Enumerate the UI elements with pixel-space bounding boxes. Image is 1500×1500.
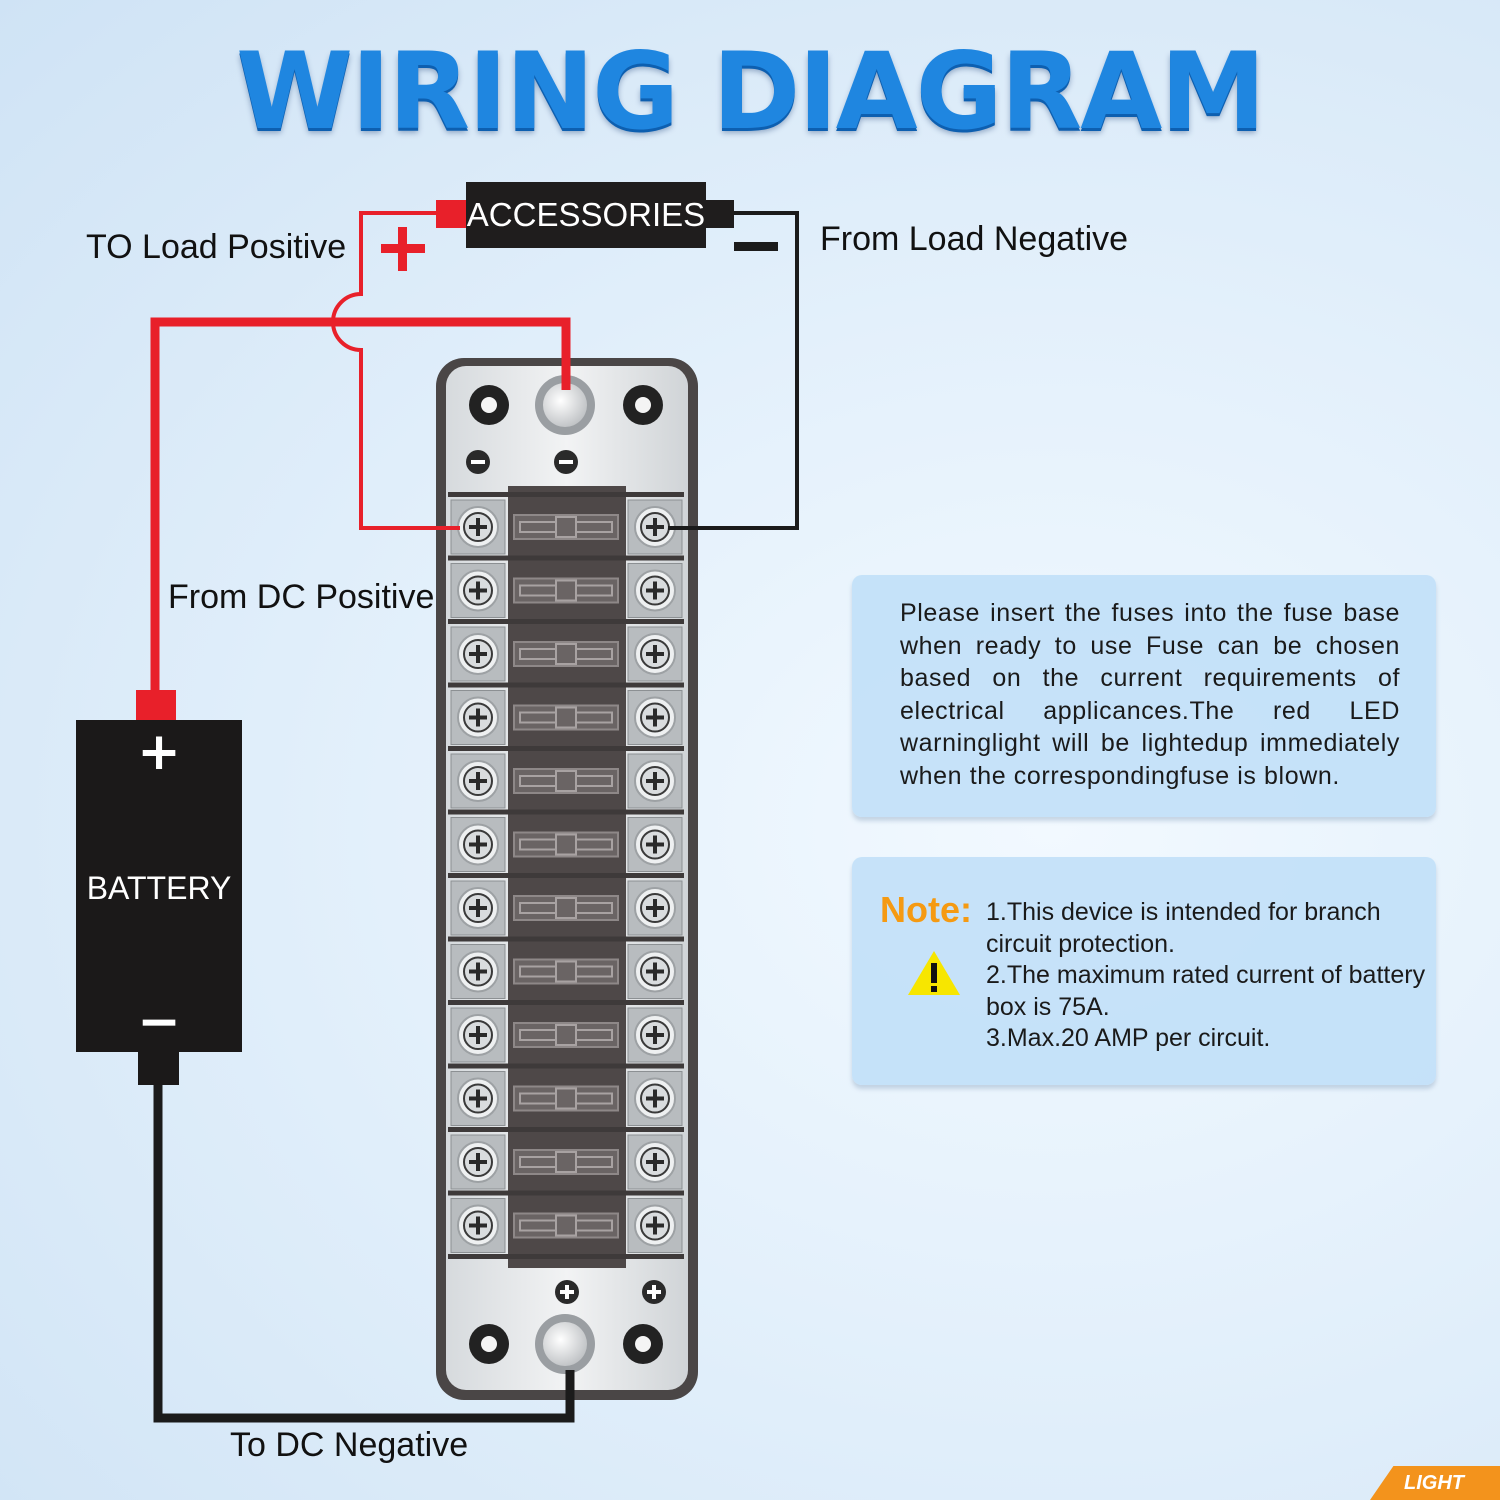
terminal-screw-left (450, 1198, 506, 1253)
note-heading: Note: (880, 889, 972, 930)
label-to-load-positive: TO Load Positive (86, 228, 347, 266)
fuse (513, 831, 619, 858)
load-minus-sign (734, 242, 778, 251)
terminal-screw-left (450, 1134, 506, 1190)
top-minus-symbols (466, 450, 578, 474)
battery-minus-sign: − (137, 992, 181, 1052)
row-separator (448, 555, 684, 561)
fuse (513, 958, 619, 985)
terminal-screw-right (627, 944, 683, 999)
page-title: WIRING DIAGRAM (236, 30, 1266, 153)
info-text: Please insert the fuses into the fuse ba… (900, 599, 1400, 790)
row-separator (448, 1254, 684, 1259)
terminal-screw-right (627, 499, 683, 555)
terminal-screw-left (450, 563, 506, 618)
terminal-screw-left (450, 944, 506, 999)
battery-plus-sign: + (137, 722, 181, 782)
fuse (513, 1085, 619, 1112)
row-separator (448, 1190, 684, 1196)
battery-label: BATTERY (86, 870, 232, 906)
terminal-screw-right (627, 817, 683, 872)
row-separator (448, 619, 684, 624)
label-from-dc-positive: From DC Positive (168, 578, 435, 616)
terminal-screw-right (627, 690, 683, 745)
fuse (513, 514, 619, 540)
terminal-screw-right (627, 626, 683, 682)
note-panel: Note: 1.This device is intended for bran… (852, 857, 1436, 1085)
row-separator (448, 746, 684, 751)
row-separator (448, 873, 684, 878)
wire-dc-positive (150, 317, 571, 700)
row-separator (448, 809, 684, 815)
row-separator (448, 682, 684, 688)
fuse (513, 577, 619, 604)
note-line: 1.This device is intended for branch cir… (986, 898, 1381, 958)
terminal-screw-left (450, 1007, 506, 1063)
terminal-screw-right (627, 563, 683, 618)
terminal-screw-left (450, 499, 506, 555)
battery: + BATTERY − (76, 720, 242, 1052)
terminal-screw-left (450, 880, 506, 936)
note-line: 3.Max.20 AMP per circuit. (986, 1024, 1271, 1052)
load-plus-sign (381, 227, 425, 271)
terminal-screw-right (627, 1198, 683, 1253)
fuse (513, 641, 619, 667)
terminal-screw-right (627, 1071, 683, 1126)
terminal-screw-left (450, 817, 506, 872)
accessory-negative-terminal (706, 200, 734, 228)
terminal-screw-left (450, 626, 506, 682)
terminal-screw-right (627, 1134, 683, 1190)
label-to-dc-negative: To DC Negative (230, 1426, 469, 1464)
accessories-label: ACCESSORIES (466, 196, 706, 233)
fuse (513, 1022, 619, 1048)
terminal-screw-right (627, 880, 683, 936)
fuse (513, 895, 619, 921)
fuse (513, 768, 619, 794)
wire-load-positive (331, 211, 460, 530)
battery-negative-terminal (138, 1050, 179, 1085)
row-separator (448, 1000, 684, 1005)
terminal-screw-right (627, 1007, 683, 1063)
row-separator (448, 492, 684, 497)
wire-load-negative (668, 211, 799, 530)
wire-dc-negative (153, 1080, 575, 1423)
note-lines: 1.This device is intended for branch cir… (986, 897, 1431, 1055)
terminal-screw-left (450, 690, 506, 745)
fuse (513, 1149, 619, 1175)
terminal-screw-right (627, 753, 683, 809)
terminal-screw-left (450, 1071, 506, 1126)
label-from-load-negative: From Load Negative (820, 220, 1129, 258)
accessory-positive-terminal (436, 200, 466, 228)
row-separator (448, 936, 684, 942)
battery-positive-terminal (136, 690, 176, 722)
brand-logo: LIGHT (1370, 1466, 1500, 1500)
fuse (513, 1212, 619, 1239)
bottom-plus-symbols (555, 1280, 666, 1304)
terminal-screw-left (450, 753, 506, 809)
accessories-box: ACCESSORIES (466, 182, 706, 248)
note-line: 2.The maximum rated current of battery b… (986, 961, 1426, 1021)
info-panel: Please insert the fuses into the fuse ba… (852, 575, 1436, 817)
row-separator (448, 1127, 684, 1132)
row-separator (448, 1063, 684, 1069)
warning-icon (908, 951, 960, 995)
fuse (513, 704, 619, 731)
fuse-rows (448, 492, 684, 1259)
brand-text: LIGHT (1404, 1472, 1464, 1494)
